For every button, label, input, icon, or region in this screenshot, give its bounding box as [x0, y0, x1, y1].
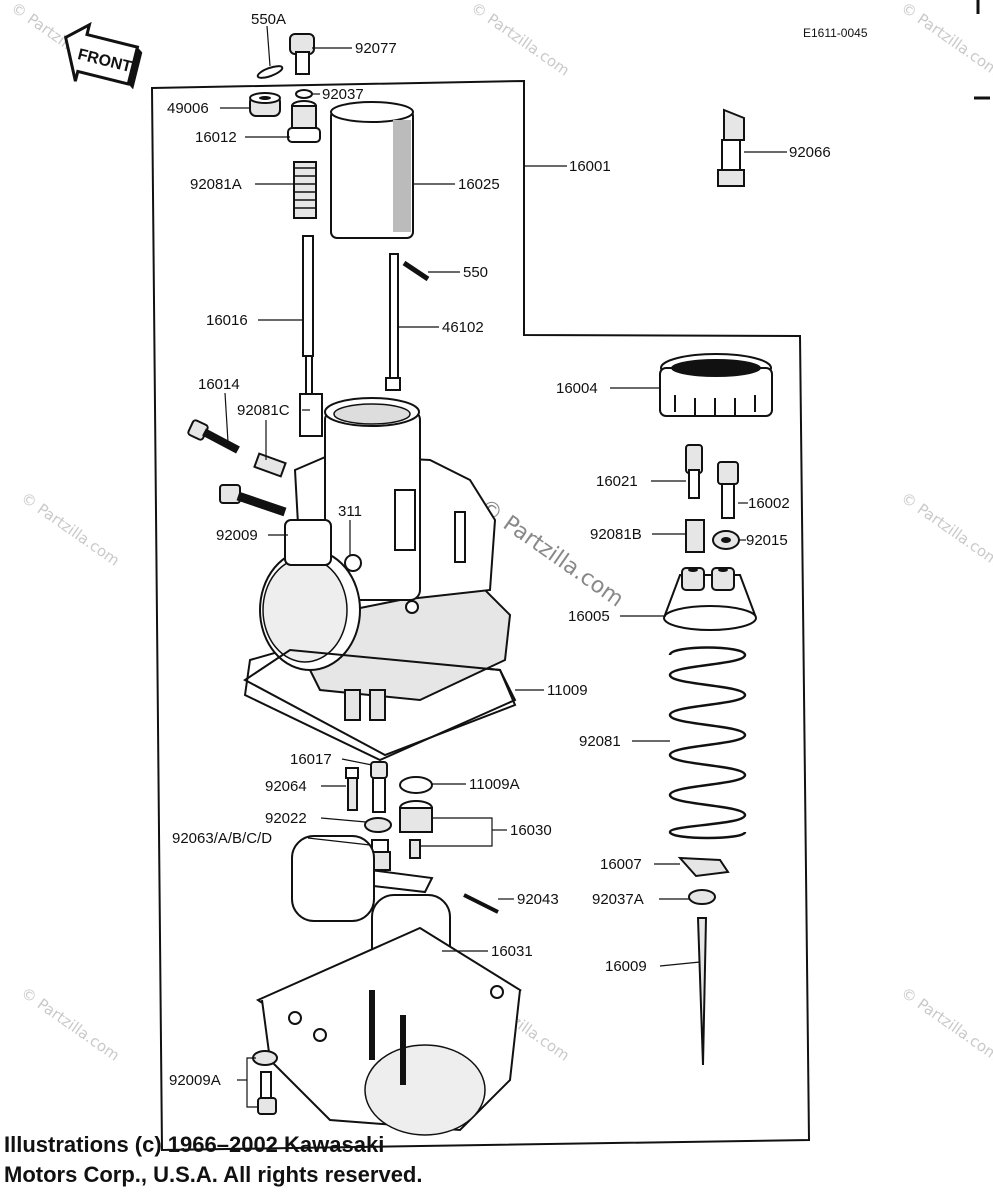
- top-16005: [663, 567, 757, 631]
- valve-16030: [399, 800, 433, 859]
- label-92081A: 92081A: [190, 176, 242, 193]
- leader-lines: [220, 25, 787, 1108]
- rod-46102: [385, 253, 401, 391]
- label-92015: 92015: [746, 532, 788, 549]
- needle-16009: [696, 917, 708, 1066]
- label-311: 311: [338, 503, 362, 520]
- watermark: © Partzilla.com: [898, 984, 993, 1065]
- label-92063: 92063/A/B/C/D: [172, 830, 272, 847]
- label-92081B: 92081B: [590, 526, 642, 543]
- label-11009A: 11009A: [469, 776, 520, 793]
- label-92077: 92077: [355, 40, 397, 57]
- clip-550A: [256, 65, 284, 79]
- label-16021: 16021: [596, 473, 638, 490]
- gasket-11009: [243, 648, 517, 757]
- watermark: © Partzilla.com: [468, 0, 573, 80]
- bolt-92009A: [252, 1050, 278, 1115]
- watermark-center: © Partzilla.com: [475, 494, 628, 612]
- label-46102: 46102: [442, 319, 484, 336]
- cap-92077: [289, 33, 315, 75]
- copyright-notice: Illustrations (c) 1966–2002 Kawasaki Mot…: [4, 1130, 422, 1190]
- screw-16002: [717, 461, 739, 519]
- clip-92037A: [688, 889, 716, 905]
- label-92009: 92009: [216, 527, 258, 544]
- watermark: © Partzilla.com: [898, 489, 993, 570]
- label-16001: 16001: [569, 158, 611, 175]
- label-16017: 16017: [290, 751, 332, 768]
- label-92037: 92037: [322, 86, 364, 103]
- copyright-line-1: Illustrations (c) 1966–2002 Kawasaki: [4, 1132, 385, 1157]
- nut-49006: [249, 92, 281, 117]
- label-92037A: 92037A: [592, 891, 644, 908]
- label-92043: 92043: [517, 891, 559, 908]
- screw-16021: [685, 444, 703, 499]
- front-arrow-icon: FRONT: [63, 21, 143, 90]
- label-92009A: 92009A: [169, 1072, 221, 1089]
- needle-rod-16016: [299, 235, 323, 437]
- label-92081: 92081: [579, 733, 621, 750]
- label-11009: 11009: [547, 682, 588, 699]
- label-16025: 16025: [458, 176, 500, 193]
- jet-92063: [369, 839, 391, 871]
- screw-16014: [187, 419, 240, 454]
- ring-11009A: [399, 776, 433, 794]
- part-92066: [717, 108, 745, 187]
- throttle-slide-16025: [330, 101, 414, 239]
- carburetor-body: [243, 397, 517, 762]
- label-550A: 550A: [251, 11, 286, 28]
- label-16030: 16030: [510, 822, 552, 839]
- label-16002: 16002: [748, 495, 790, 512]
- label-92022: 92022: [265, 810, 307, 827]
- assembly-frame: [150, 79, 811, 1152]
- watermark: © Partzilla.com: [18, 984, 123, 1065]
- nut-92015: [712, 530, 740, 550]
- label-550: 550: [463, 264, 488, 281]
- spring-92081B: [685, 519, 705, 553]
- label-16012: 16012: [195, 129, 237, 146]
- label-16007: 16007: [600, 856, 642, 873]
- label-16005: 16005: [568, 608, 610, 625]
- washer-92022: [364, 817, 392, 833]
- label-16014: 16014: [198, 376, 240, 393]
- label-92066: 92066: [789, 144, 831, 161]
- pin-550: [402, 260, 430, 282]
- jet-16017: [370, 761, 388, 813]
- label-16031: 16031: [491, 943, 533, 960]
- copyright-line-2: Motors Corp., U.S.A. All rights reserved…: [4, 1162, 423, 1187]
- label-16016: 16016: [206, 312, 248, 329]
- adjuster-16012: [287, 100, 321, 143]
- plate-16007: [677, 856, 730, 878]
- jet-92064: [345, 767, 359, 811]
- ring-92037: [295, 89, 313, 99]
- label-16009: 16009: [605, 958, 647, 975]
- float-bowl: [255, 926, 523, 1136]
- label-92064: 92064: [265, 778, 307, 795]
- spring-92081A: [293, 161, 317, 219]
- diagram-code: E1611-0045: [803, 26, 868, 40]
- spring-92081C: [253, 452, 287, 478]
- bolt-92009: [219, 484, 287, 517]
- cap-16004: [659, 353, 773, 417]
- part-labels: 550A 92077 92037 49006 16012 92081A 1602…: [167, 11, 831, 1089]
- label-92081C: 92081C: [237, 402, 290, 419]
- spring-92081: [668, 646, 747, 840]
- watermark: © Partzilla.com: [18, 489, 123, 570]
- pin-92043: [463, 893, 499, 914]
- label-16004: 16004: [556, 380, 598, 397]
- label-49006: 49006: [167, 100, 209, 117]
